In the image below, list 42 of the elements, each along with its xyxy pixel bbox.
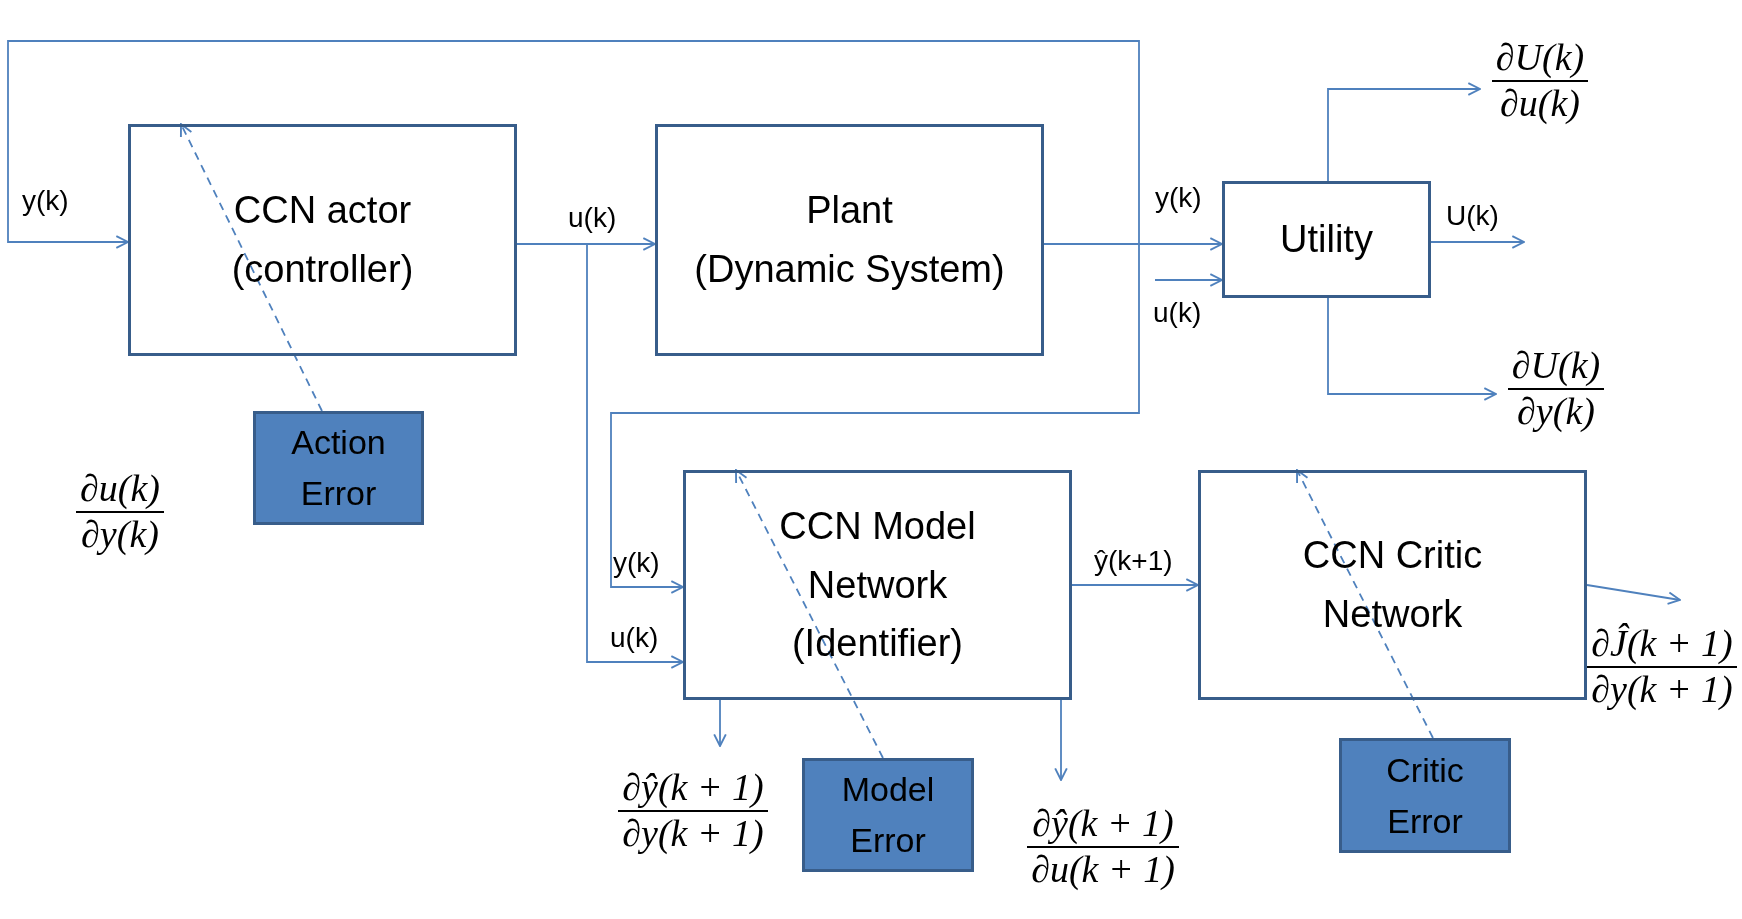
derivative-denominator: ∂y(k) [1516,390,1596,434]
arrow [610,243,1140,594]
edge-label: u(k) [568,204,617,232]
derivative-numerator: ∂U(k) [1494,36,1586,80]
derivative-numerator: ∂ŷ(k + 1) [1031,802,1175,846]
dashed-arrow [180,123,323,412]
error-box: Action Error [253,411,424,525]
network-block: CCN Critic Network [1198,470,1587,700]
derivative-denominator: ∂u(k) [1499,82,1581,126]
edge-label: y(k) [22,187,69,215]
arrow [1430,235,1525,249]
arrow [1054,699,1068,781]
derivative-denominator: ∂u(k + 1) [1030,848,1176,892]
edge-label: U(k) [1446,202,1499,230]
derivative-numerator: ∂ŷ(k + 1) [621,766,765,810]
edge-label: ŷ(k+1) [1094,547,1173,575]
dashed-arrow [1296,469,1434,739]
error-box: Model Error [802,758,974,872]
derivative-denominator: ∂y(k + 1) [1590,668,1734,712]
arrow [1586,584,1681,605]
arrow [1327,82,1481,182]
arrow [1327,297,1497,401]
edge-label: u(k) [610,624,659,652]
derivative-denominator: ∂y(k) [80,513,160,557]
derivative-denominator: ∂y(k + 1) [621,812,765,856]
network-block: CCN Model Network (Identifier) [683,470,1072,700]
edge-label: y(k) [1155,184,1202,212]
arrow [1154,273,1223,287]
network-block: Utility [1222,181,1431,298]
arrow [713,699,727,747]
edge-label: y(k) [613,549,660,577]
arrow [1071,578,1199,592]
arrow [516,243,684,669]
edge-label: u(k) [1153,299,1202,327]
dashed-arrow [735,469,884,759]
derivative-numerator: ∂Ĵ(k + 1) [1590,622,1734,666]
error-box: Critic Error [1339,738,1511,853]
network-block: Plant (Dynamic System) [655,124,1044,356]
arrow [7,40,1140,249]
network-block: CCN actor (controller) [128,124,517,356]
derivative-numerator: ∂u(k) [79,467,161,511]
derivative-numerator: ∂U(k) [1510,344,1602,388]
